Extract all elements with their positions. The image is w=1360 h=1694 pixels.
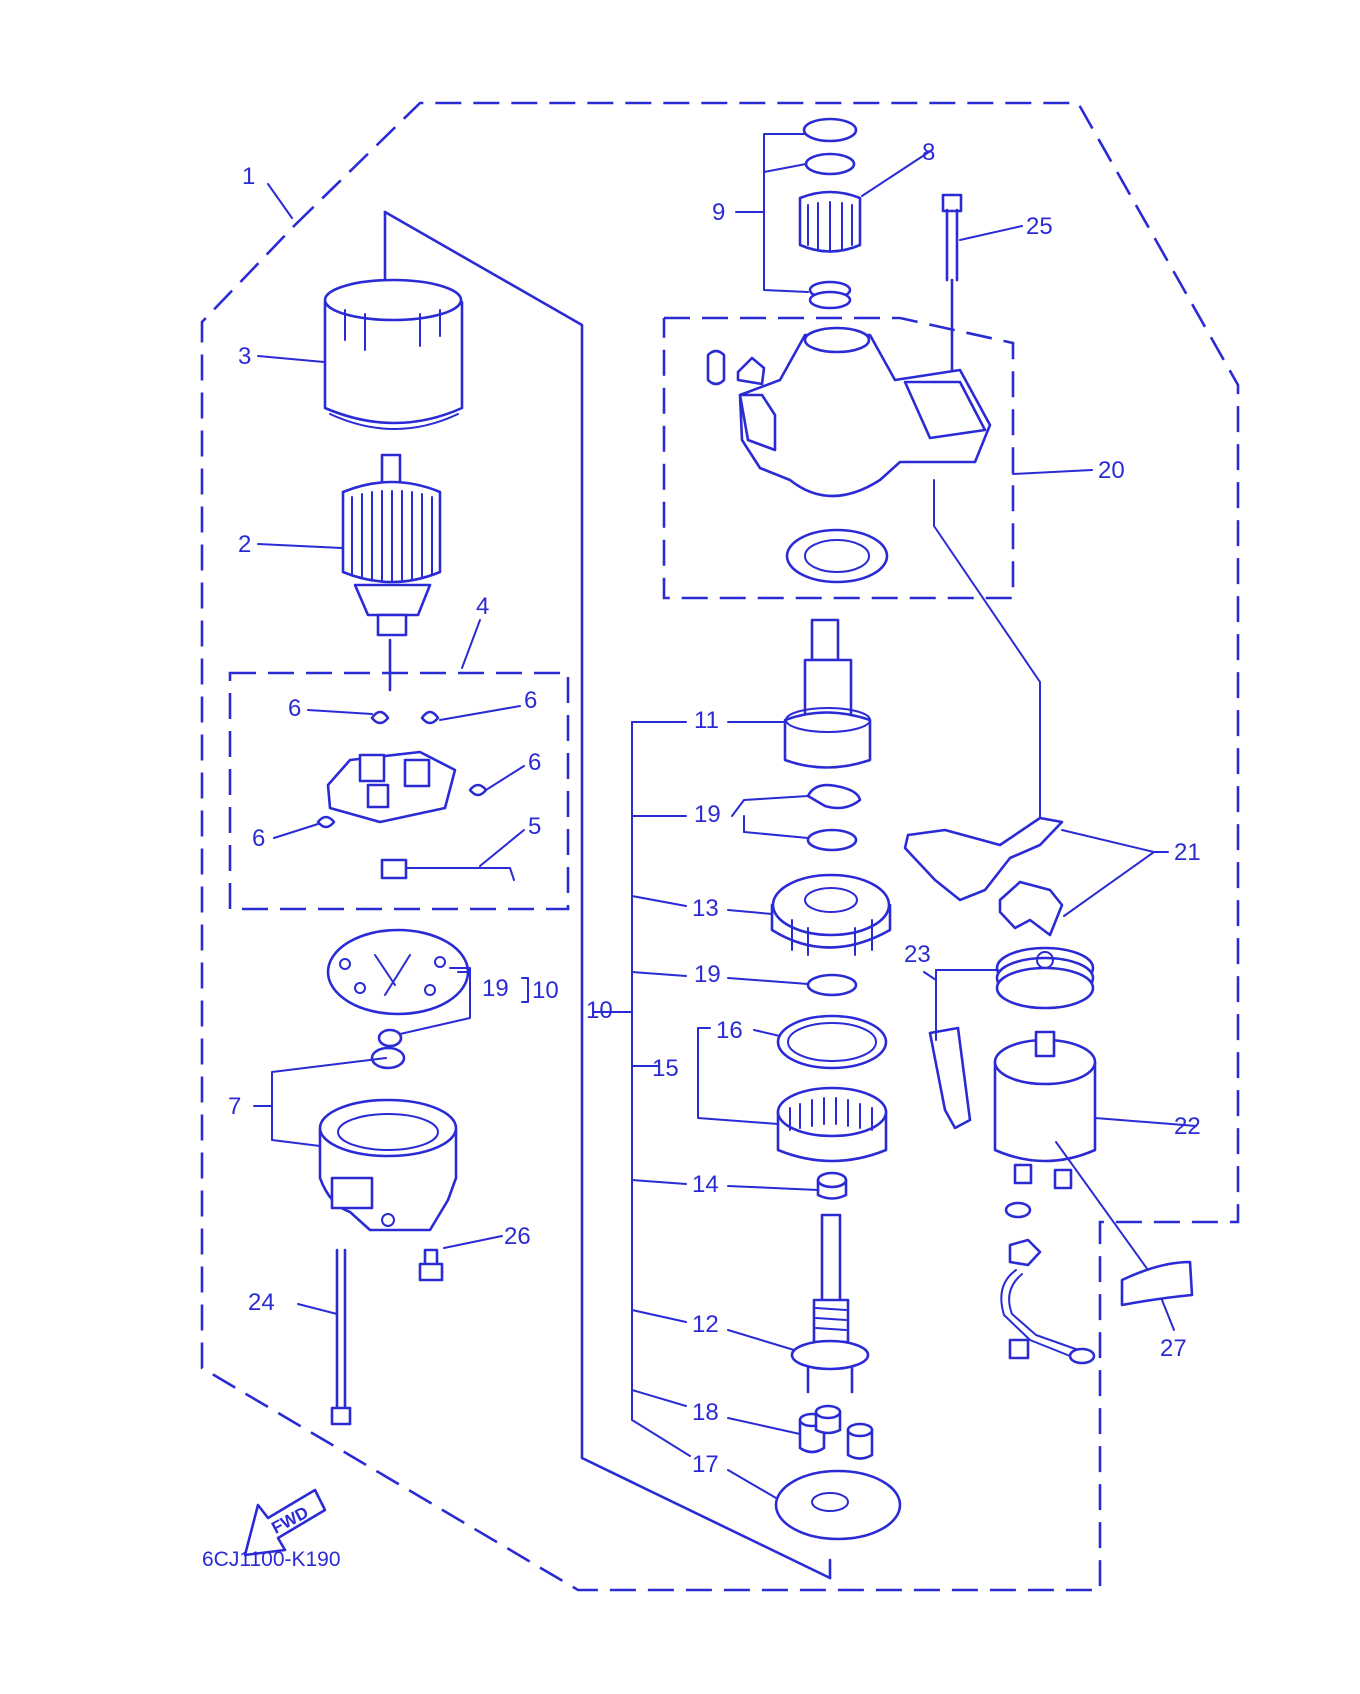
- callout-5: 5: [528, 813, 541, 840]
- rear-cover-part: [318, 1046, 458, 1232]
- callout-7: 7: [228, 1093, 241, 1120]
- callout-17: 17: [692, 1451, 719, 1478]
- callout-25: 25: [1026, 213, 1053, 240]
- callout-15: 15: [652, 1055, 679, 1082]
- callout-27: 27: [1160, 1335, 1187, 1362]
- callout-11: 11: [694, 707, 719, 734]
- callout-14: 14: [692, 1171, 719, 1198]
- pinion-set-part: [798, 117, 862, 310]
- callout-10a: 10: [532, 977, 559, 1004]
- callout-1: 1: [242, 163, 255, 190]
- callout-9: 9: [712, 199, 725, 226]
- callout-labels: 1 2 3 4 5 6 6 6 6 7 8 9 10 10 11 12 13 1…: [228, 139, 1201, 1478]
- ring-16-part: [776, 1014, 888, 1070]
- planet-gear-part: [798, 1404, 874, 1460]
- long-bolt-part: [941, 193, 963, 414]
- figure-code: 6CJ1100-K190: [202, 1548, 341, 1571]
- shaft-11-part: [783, 618, 872, 769]
- fwd-arrow-icon: FWD: [243, 1488, 327, 1557]
- front-bracket-box: [662, 316, 1015, 600]
- brush-holder-box: [228, 671, 570, 911]
- assembly-outline-1: [200, 101, 1240, 1592]
- callout-19a: 19: [694, 801, 721, 828]
- internal-gear-part: [776, 1086, 888, 1163]
- plate-17-part: [774, 1469, 902, 1541]
- callout-8: 8: [922, 139, 935, 166]
- callout-13: 13: [692, 895, 719, 922]
- callout-20: 20: [1098, 457, 1125, 484]
- callout-6b: 6: [524, 687, 537, 714]
- callout-10b: 10: [586, 997, 613, 1024]
- cover-27-part: [1120, 1260, 1194, 1307]
- bushing-14-part: [816, 1171, 848, 1200]
- plunger-part: [928, 946, 1095, 1130]
- front-bracket-part: [706, 326, 992, 584]
- callout-21: 21: [1174, 839, 1201, 866]
- center-bracket-part: [770, 873, 892, 956]
- plate-part: [326, 928, 470, 1048]
- lever-part: [903, 816, 1064, 937]
- yoke-part: [323, 278, 464, 430]
- ring-19-lower-part: [806, 973, 858, 997]
- callout-6a: 6: [288, 695, 301, 722]
- callout-22: 22: [1174, 1113, 1201, 1140]
- leader-lines: [253, 133, 1197, 1499]
- callout-6c: 6: [528, 749, 541, 776]
- clip-19-upper-part: [806, 783, 862, 852]
- magnetic-switch-part: [993, 1030, 1097, 1190]
- callout-23: 23: [904, 941, 931, 968]
- callout-16: 16: [716, 1017, 743, 1044]
- callout-6d: 6: [252, 825, 265, 852]
- planet-shaft-part: [790, 1213, 870, 1394]
- callout-26: 26: [504, 1223, 531, 1250]
- callout-3: 3: [238, 343, 251, 370]
- callout-12: 12: [692, 1311, 719, 1338]
- callout-18: 18: [692, 1399, 719, 1426]
- through-bolt-part: [330, 1248, 352, 1426]
- callout-19c: 19: [482, 975, 509, 1002]
- lead-wire-part: [1000, 1201, 1096, 1365]
- callout-19b: 19: [694, 961, 721, 988]
- callout-24: 24: [248, 1289, 275, 1316]
- armature-part: [341, 453, 442, 692]
- brush-holder-part: [316, 710, 515, 881]
- screw-26-part: [418, 1248, 444, 1282]
- callout-4: 4: [476, 593, 489, 620]
- callout-2: 2: [238, 531, 251, 558]
